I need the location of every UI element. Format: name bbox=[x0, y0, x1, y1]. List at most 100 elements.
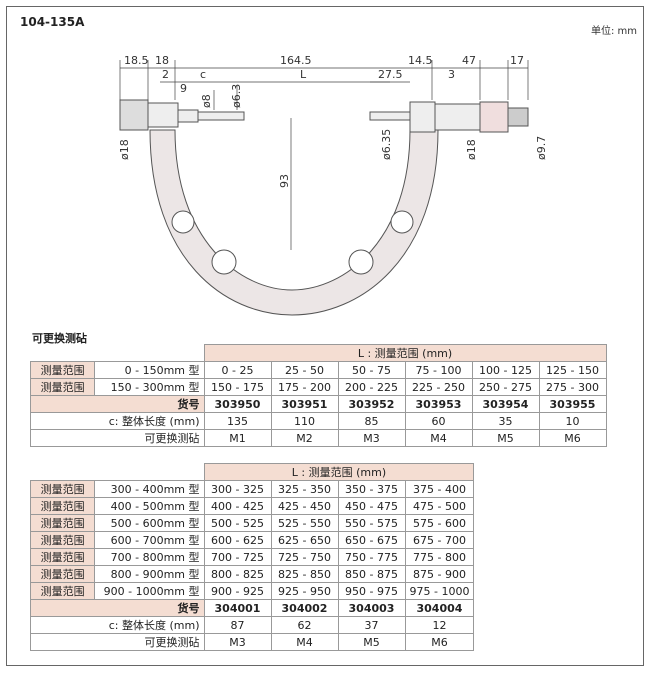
table-cell: 304003 bbox=[337, 599, 406, 617]
table-cell: 110 bbox=[270, 412, 339, 430]
table-cell: 900 - 1000mm 型 bbox=[94, 582, 205, 600]
table-cell: 50 - 75 bbox=[337, 361, 406, 379]
dim-dia-6-3: ø6.3 bbox=[230, 84, 243, 108]
table-cell: 303950 bbox=[203, 395, 272, 413]
anvil-row: 可更换测砧 M3 M4 M5 M6 bbox=[30, 633, 475, 651]
table-cell: 测量范围 bbox=[29, 548, 96, 566]
dim-dia-6-35: ø6.35 bbox=[380, 129, 393, 160]
table-cell: 500 - 525 bbox=[203, 514, 272, 532]
table-cell: 测量范围 bbox=[29, 497, 96, 515]
table-cell: 75 - 100 bbox=[404, 361, 473, 379]
table-cell: 600 - 625 bbox=[203, 531, 272, 549]
table-cell: 475 - 500 bbox=[404, 497, 475, 515]
table-cell: 货号 bbox=[30, 599, 205, 617]
table-cell bbox=[31, 464, 205, 481]
unit-label: 单位: mm bbox=[590, 26, 637, 37]
table-cell: 测量范围 bbox=[29, 378, 96, 396]
table-cell: 25 - 50 bbox=[270, 361, 339, 379]
table-cell: 925 - 950 bbox=[270, 582, 339, 600]
table-cell: M2 bbox=[270, 429, 339, 447]
table-cell: 可更换测砧 bbox=[30, 429, 205, 447]
table-cell: 10 bbox=[538, 412, 607, 430]
table-cell: 可更换测砧 bbox=[30, 633, 205, 651]
table-cell: 测量范围 bbox=[29, 582, 96, 600]
table-cell: 650 - 675 bbox=[337, 531, 406, 549]
table-cell: 304002 bbox=[270, 599, 339, 617]
left-hub bbox=[147, 102, 179, 128]
dim-164-5: 164.5 bbox=[280, 54, 312, 67]
dim-dia-18-right: ø18 bbox=[465, 139, 478, 160]
table-cell: 900 - 925 bbox=[203, 582, 272, 600]
anvil-table-1: L : 测量范围 (mm) 测量范围 0 - 150mm 型 0 - 25 25… bbox=[29, 344, 607, 447]
length-row: c: 整体长度 (mm) 135 110 85 60 35 10 bbox=[30, 412, 607, 430]
table-cell: 135 bbox=[203, 412, 272, 430]
table-cell: 775 - 800 bbox=[404, 548, 475, 566]
table-cell: 303955 bbox=[538, 395, 607, 413]
left-knob bbox=[119, 99, 149, 131]
frame-hole bbox=[390, 210, 414, 234]
table-cell: 700 - 725 bbox=[203, 548, 272, 566]
table-cell: 0 - 25 bbox=[203, 361, 272, 379]
dim-27-5: 27.5 bbox=[378, 68, 403, 81]
table-cell: c: 整体长度 (mm) bbox=[30, 412, 205, 430]
table-cell: M4 bbox=[404, 429, 473, 447]
length-row: c: 整体长度 (mm) 87 62 37 12 bbox=[30, 616, 475, 634]
spindle-lock bbox=[409, 101, 436, 133]
table-header: L : 测量范围 (mm) bbox=[203, 344, 607, 362]
table-cell: 325 - 350 bbox=[270, 480, 339, 498]
code-row: 货号 303950 303951 303952 303953 303954 30… bbox=[30, 395, 607, 413]
table-cell: 175 - 200 bbox=[270, 378, 339, 396]
table-cell: 测量范围 bbox=[29, 514, 96, 532]
frame-hole bbox=[348, 249, 374, 275]
table-cell: 975 - 1000 bbox=[404, 582, 475, 600]
table-cell: 950 - 975 bbox=[337, 582, 406, 600]
table-cell: 350 - 375 bbox=[337, 480, 406, 498]
table-cell: 12 bbox=[404, 616, 475, 634]
table-cell: 525 - 550 bbox=[270, 514, 339, 532]
dim-L: L bbox=[300, 68, 307, 81]
table-cell: M4 bbox=[270, 633, 339, 651]
thimble bbox=[479, 101, 509, 133]
table-cell: M5 bbox=[471, 429, 540, 447]
section-title: 可更换测砧 bbox=[32, 332, 87, 345]
table-cell: 250 - 275 bbox=[471, 378, 540, 396]
table-cell: 125 - 150 bbox=[538, 361, 607, 379]
table-cell: M6 bbox=[404, 633, 475, 651]
dim-14-5: 14.5 bbox=[408, 54, 433, 67]
table-cell: 35 bbox=[471, 412, 540, 430]
table-cell: 225 - 250 bbox=[404, 378, 473, 396]
dim-dia-9-7: ø9.7 bbox=[535, 136, 548, 160]
code-row: 货号 304001 304002 304003 304004 bbox=[30, 599, 475, 617]
anvil-tip bbox=[197, 111, 245, 121]
table-header-row: L : 测量范围 (mm) bbox=[31, 344, 607, 362]
model-number: 104-135A bbox=[20, 15, 85, 29]
table-cell: 303951 bbox=[270, 395, 339, 413]
table-cell bbox=[31, 345, 205, 362]
table-cell: 500 - 600mm 型 bbox=[94, 514, 205, 532]
table-cell: 850 - 875 bbox=[337, 565, 406, 583]
table-cell: 60 bbox=[404, 412, 473, 430]
table-header-row: L : 测量范围 (mm) bbox=[31, 463, 475, 481]
dim-18: 18 bbox=[155, 54, 169, 67]
dim-93: 93 bbox=[278, 174, 291, 188]
dim-17: 17 bbox=[510, 54, 524, 67]
spindle bbox=[369, 111, 413, 121]
table-row: 测量范围 150 - 300mm 型 150 - 175 175 - 200 2… bbox=[29, 378, 607, 396]
table-cell: 375 - 400 bbox=[404, 480, 475, 498]
page-frame bbox=[6, 6, 644, 666]
dim-2: 2 bbox=[162, 68, 169, 81]
table-cell: 85 bbox=[337, 412, 406, 430]
table-cell: 825 - 850 bbox=[270, 565, 339, 583]
table-row: 测量范围 0 - 150mm 型 0 - 25 25 - 50 50 - 75 … bbox=[29, 361, 607, 379]
anvil-row: 可更换测砧 M1 M2 M3 M4 M5 M6 bbox=[30, 429, 607, 447]
table-cell: 304004 bbox=[404, 599, 475, 617]
table-cell: 625 - 650 bbox=[270, 531, 339, 549]
table-cell: 62 bbox=[270, 616, 339, 634]
table-cell: 675 - 700 bbox=[404, 531, 475, 549]
table-cell: 750 - 775 bbox=[337, 548, 406, 566]
